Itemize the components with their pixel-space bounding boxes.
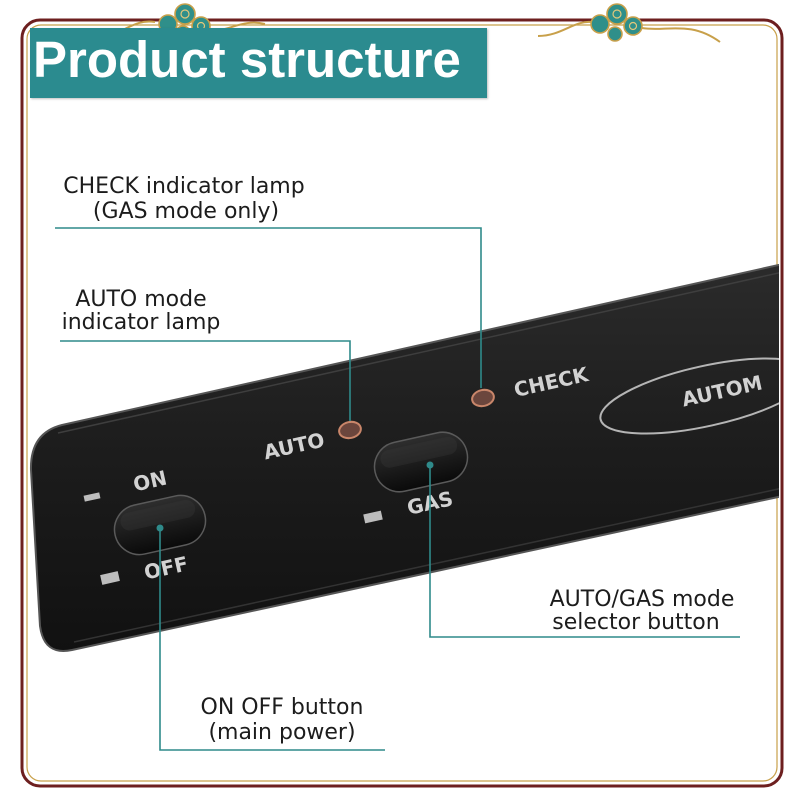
auto-lamp-leader-line [60, 340, 351, 421]
check-lamp-callout-line1: CHECK indicator lamp [63, 174, 304, 199]
power-callout-line2: (main power) [208, 720, 355, 745]
selector-leader-line [429, 465, 740, 638]
power-callout-line1: ON OFF button [201, 695, 364, 720]
title-banner: Product structure [30, 28, 487, 98]
check-lamp-callout-line2: (GAS mode only) [93, 199, 279, 224]
auto-indicator-lamp [338, 420, 362, 440]
mode-badge-oval [599, 357, 779, 435]
selector-callout-line1: AUTO/GAS mode [550, 587, 735, 612]
frame-outer-border [20, 18, 784, 788]
gas-indicator-mark [363, 510, 383, 524]
page-title: Product structure [33, 31, 461, 88]
on-indicator-mark [83, 492, 101, 502]
selector-callout-line2: selector button [552, 610, 719, 635]
check-lamp-leader-line [55, 227, 482, 388]
callout-labels: CHECK indicator lamp (GAS mode only) AUT… [62, 174, 735, 745]
callout-lines [55, 227, 740, 751]
panel-bottom-bevel [73, 488, 779, 643]
cloud-ornament-right-icon [537, 3, 721, 43]
selector-leader-dot [426, 461, 434, 469]
auto-gas-selector-button [373, 431, 469, 493]
check-indicator-lamp [471, 388, 495, 408]
off-indicator-mark [100, 571, 120, 585]
auto-lamp-callout-line2: indicator lamp [62, 310, 221, 335]
panel-top-bevel [57, 272, 779, 434]
power-leader-dot [156, 524, 164, 532]
auto-lamp-callout-line1: AUTO mode [75, 287, 206, 312]
power-leader-line [159, 528, 385, 751]
